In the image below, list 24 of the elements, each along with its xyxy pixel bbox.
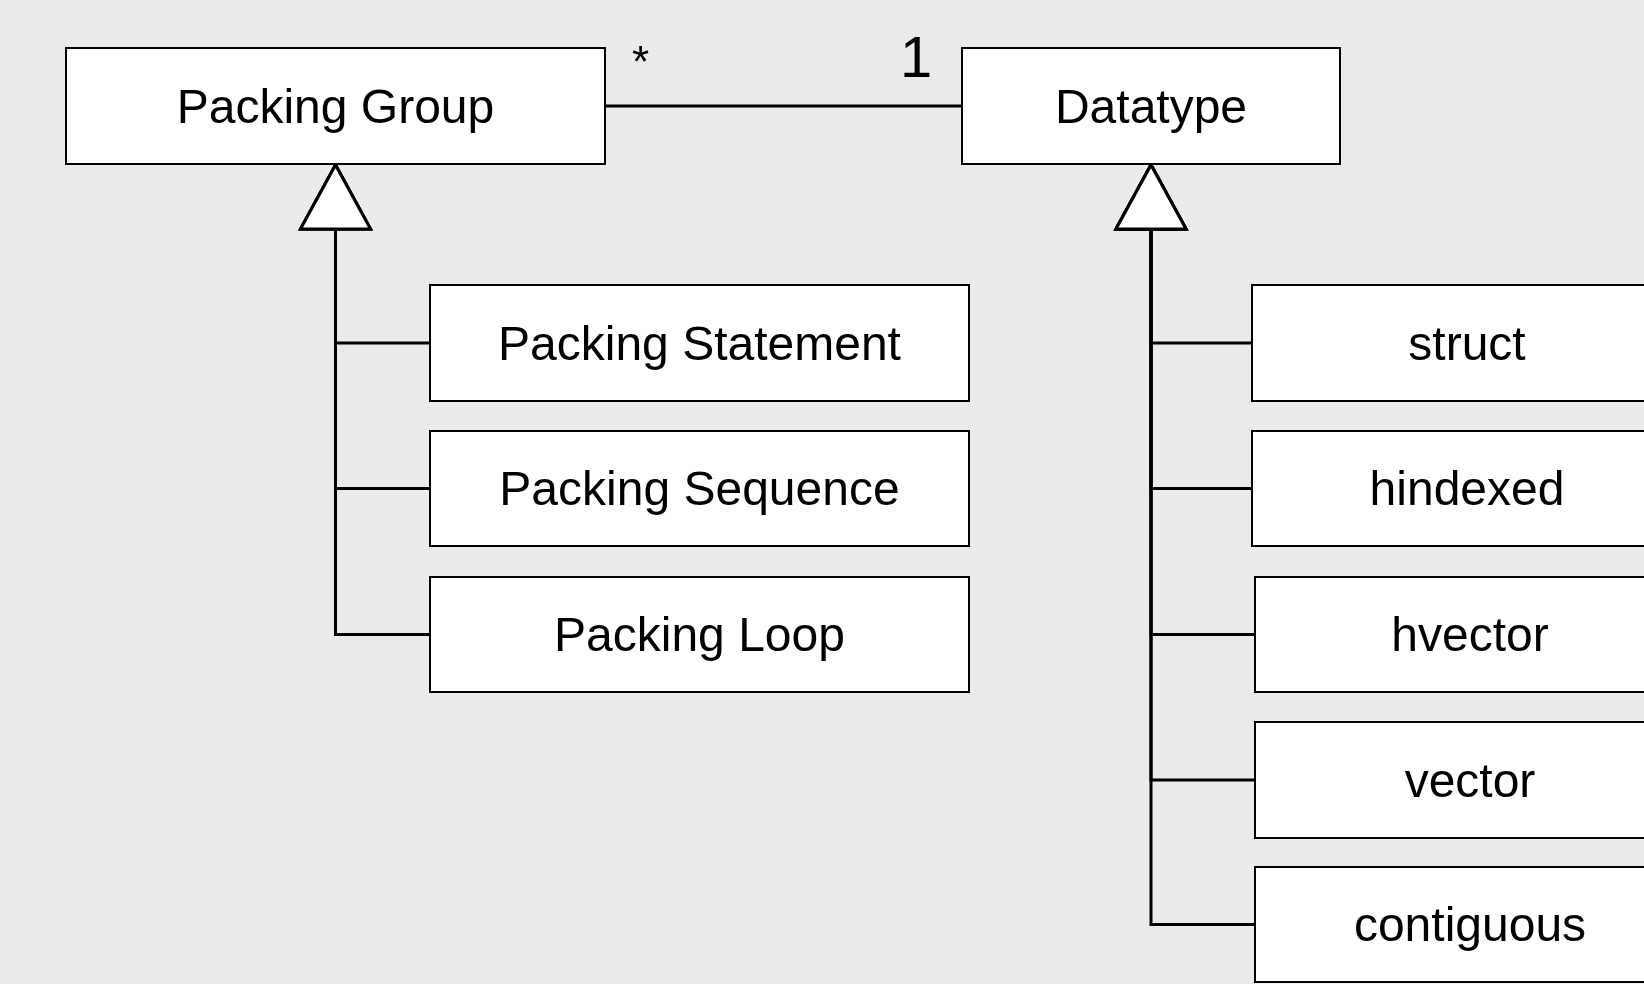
class-name: Packing Loop: [554, 607, 845, 662]
class-name: vector: [1404, 752, 1536, 808]
class-box: [1254, 576, 1644, 693]
class-box: [429, 576, 970, 693]
multiplicity-label: *: [632, 40, 650, 84]
class-box: [1254, 721, 1644, 839]
class-box: [1254, 866, 1644, 983]
class-name: hindexed: [1369, 461, 1565, 516]
generalization-arrow: [299, 163, 429, 636]
class-box: [961, 47, 1341, 165]
class-name: hvector: [1391, 607, 1549, 662]
class-name: Packing Sequence: [499, 461, 900, 516]
class-box: [429, 284, 970, 402]
class-name: Datatype: [1054, 78, 1248, 134]
association-line: [606, 104, 961, 108]
class-name: Packing Group: [176, 78, 495, 134]
class-name: struct: [1408, 315, 1526, 371]
class-box: [65, 47, 606, 165]
class-box: [1251, 430, 1644, 547]
class-name: contiguous: [1353, 897, 1587, 952]
class-box: [429, 430, 970, 547]
multiplicity-label: 1: [900, 28, 933, 86]
class-box: [1251, 284, 1644, 402]
class-name: Packing Statement: [498, 315, 901, 371]
